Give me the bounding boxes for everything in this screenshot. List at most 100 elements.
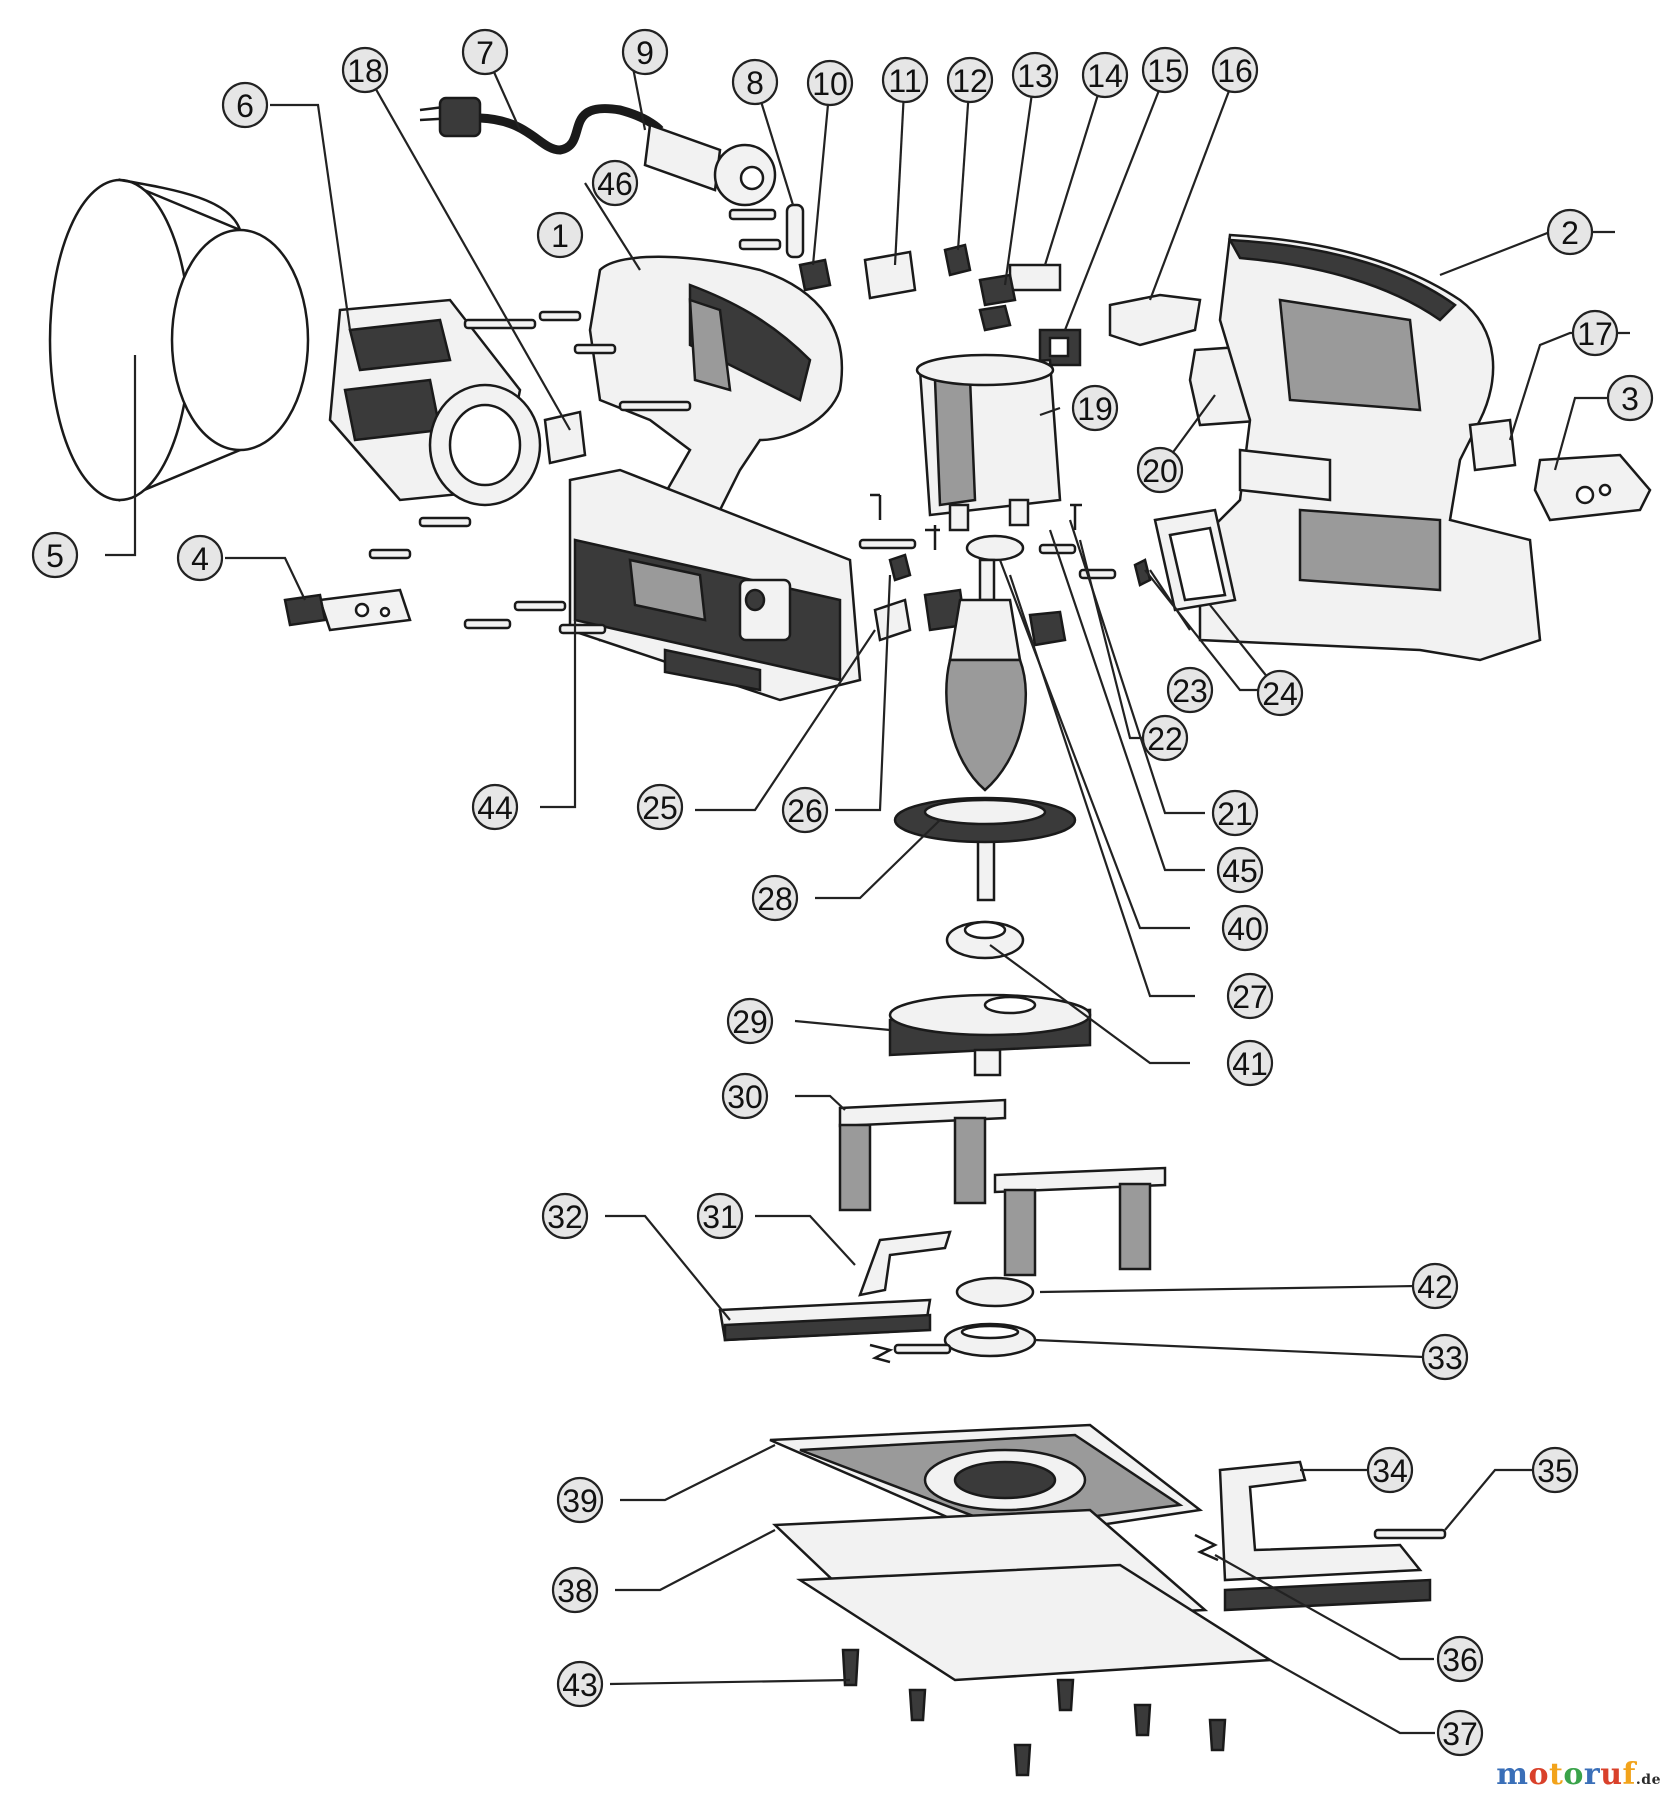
callout-circle (1531, 1446, 1579, 1494)
callout-number: 36 (1442, 1642, 1478, 1678)
callout-number: 29 (732, 1004, 768, 1040)
callout-number: 23 (1172, 673, 1208, 709)
callout-circle (1256, 669, 1304, 717)
callout-circle (806, 59, 854, 107)
callout-18: 18 (341, 46, 389, 94)
watermark-tld: .de (1635, 1772, 1661, 1788)
callout-circle (1141, 714, 1189, 762)
callout-number: 30 (727, 1079, 763, 1115)
callout-number: 25 (642, 790, 678, 826)
callout-number: 20 (1142, 453, 1178, 489)
callout-circle (1436, 1635, 1484, 1683)
callout-circle (696, 1192, 744, 1240)
housing-left-drawing (568, 255, 862, 702)
callout-38: 38 (551, 1566, 599, 1614)
callout-number: 4 (191, 541, 209, 577)
callout-24: 24 (1256, 669, 1304, 717)
motoruf-watermark: motoruf.de (1496, 1757, 1661, 1792)
pad-bracket-drawing (838, 1098, 1167, 1277)
callout-number: 22 (1147, 721, 1183, 757)
bearing-lower-drawing (945, 920, 1025, 960)
watermark-letter: t (1549, 1757, 1564, 1792)
bearing-pair-drawing (869, 1276, 1037, 1364)
callout-circle (731, 58, 779, 106)
callout-number: 35 (1537, 1453, 1573, 1489)
callout-circle (556, 1660, 604, 1708)
callout-8: 8 (731, 58, 779, 106)
callout-30: 30 (721, 1072, 769, 1120)
fan-drawing (893, 796, 1077, 844)
watermark-word: motoruf (1496, 1757, 1636, 1792)
counterweight-drawing (888, 993, 1092, 1077)
callout-4: 4 (176, 534, 224, 582)
callout-number: 31 (702, 1199, 738, 1235)
plate-screws-drawing (841, 1648, 1227, 1777)
callout-number: 7 (476, 35, 494, 71)
armature-drawing (945, 558, 1027, 902)
callout-circle (221, 81, 269, 129)
punch-plate-drawing (796, 1563, 1274, 1682)
callout-10: 10 (806, 59, 854, 107)
callout-circle (1411, 1262, 1459, 1310)
callout-number: 40 (1227, 911, 1263, 947)
callout-number: 19 (1077, 391, 1113, 427)
callout-number: 33 (1427, 1340, 1463, 1376)
watermark-letter: r (1583, 1757, 1601, 1792)
callout-circle (721, 1072, 769, 1120)
callout-number: 1 (551, 218, 569, 254)
cord-protector-drawing (643, 123, 777, 207)
callout-42: 42 (1411, 1262, 1459, 1310)
callout-number: 46 (597, 166, 633, 202)
label-18-drawing (543, 410, 587, 465)
callout-7: 7 (461, 28, 509, 76)
callout-circle (1436, 1709, 1484, 1757)
callout-26: 26 (781, 786, 829, 834)
callout-number: 15 (1147, 53, 1183, 89)
callout-circle (1071, 384, 1119, 432)
callout-circle (726, 997, 774, 1045)
callout-34: 34 (1366, 1446, 1414, 1494)
callout-circle (1211, 789, 1259, 837)
callout-21: 21 (1211, 789, 1259, 837)
callout-circle (1211, 46, 1259, 94)
callout-number: 44 (477, 790, 513, 826)
callout-number: 5 (46, 538, 64, 574)
watermark-letter: f (1622, 1757, 1636, 1792)
callout-number: 17 (1577, 316, 1613, 352)
callout-22: 22 (1141, 714, 1189, 762)
callout-28: 28 (751, 874, 799, 922)
watermark-letter: o (1528, 1757, 1550, 1792)
callout-circle (636, 783, 684, 831)
callout-41: 41 (1226, 1039, 1274, 1087)
duct-sleeve-drawing (1153, 508, 1237, 612)
callout-13: 13 (1011, 51, 1059, 99)
callout-40: 40 (1221, 904, 1269, 952)
callout-25: 25 (636, 783, 684, 831)
callout-circle (1166, 666, 1214, 714)
callout-circle (1011, 51, 1059, 99)
callout-11: 11 (881, 56, 929, 104)
callout-circle (551, 1566, 599, 1614)
callout-circle (1216, 846, 1264, 894)
callout-circle (1221, 904, 1269, 952)
part-drawings (48, 96, 1652, 1777)
callout-number: 27 (1232, 979, 1268, 1015)
callout-37: 37 (1436, 1709, 1484, 1757)
callout-15: 15 (1141, 46, 1189, 94)
callout-circle (31, 531, 79, 579)
callout-20: 20 (1136, 446, 1184, 494)
callout-number: 6 (236, 88, 254, 124)
callout-number: 24 (1262, 676, 1298, 712)
callout-19: 19 (1071, 384, 1119, 432)
callout-circle (341, 46, 389, 94)
callout-number: 28 (757, 881, 793, 917)
callout-number: 8 (746, 65, 764, 101)
callout-number: 45 (1222, 853, 1258, 889)
callout-circle (1421, 1333, 1469, 1381)
callout-circle (1136, 446, 1184, 494)
callout-number: 11 (888, 63, 921, 99)
callout-number: 34 (1372, 1453, 1408, 1489)
callout-circle (1081, 51, 1129, 99)
lever-drawing (1533, 453, 1652, 522)
callout-number: 41 (1232, 1046, 1268, 1082)
